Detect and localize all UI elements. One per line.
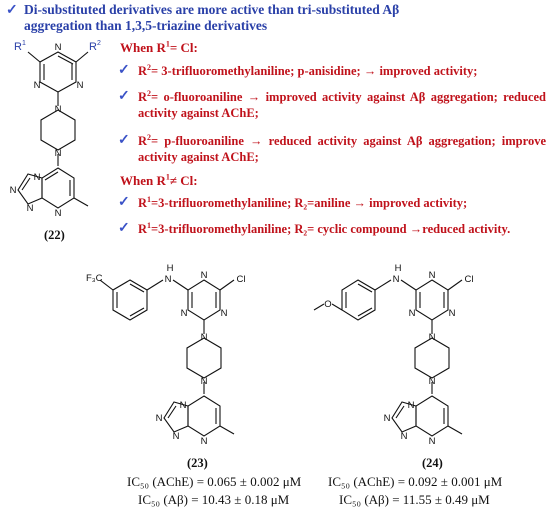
atom-h: H (395, 263, 402, 274)
structure-23: N H N N N N N N N N N Cl (100, 263, 246, 447)
compound-24-label: (24) (422, 456, 443, 470)
structure-22: N N N N N N N N N R1 R2 (10, 40, 101, 219)
atom-n: N (384, 413, 391, 424)
atom-n: N (55, 42, 62, 53)
atom-n: N (55, 104, 62, 115)
atom-n: N (429, 376, 436, 387)
atom-n: N (201, 436, 208, 447)
check-icon: ✓ (118, 195, 130, 210)
r1-label: R1 (14, 40, 26, 53)
check-icon: ✓ (118, 221, 130, 236)
check-icon: ✓ (118, 89, 130, 104)
atom-n: N (181, 308, 188, 319)
atom-n: N (34, 172, 41, 183)
atom-h: H (167, 263, 174, 274)
atom-n: N (201, 270, 208, 281)
atom-n: N (201, 332, 208, 343)
atom-n: N (77, 80, 84, 91)
intro-line-2: aggregation than 1,3,5-triazine derivati… (24, 18, 268, 33)
r1-not-cl-item-1: R1=3-trifluoromethylaniline; R₂=aniline … (138, 194, 468, 210)
heading-r1-cl: When R1= Cl: (120, 39, 198, 55)
atom-n: N (449, 308, 456, 319)
atom-n: N (156, 413, 163, 424)
intro-line-1: Di-substituted derivatives are more acti… (24, 2, 400, 17)
atom-n: N (180, 400, 187, 411)
atom-cl: Cl (237, 274, 246, 285)
atom-n: N (408, 400, 415, 411)
cf3-label: F₃C (86, 273, 103, 284)
atom-o: O (324, 299, 331, 310)
compound-23-label: (23) (187, 456, 208, 470)
atom-n: N (429, 332, 436, 343)
ic50-abeta-23: IC₅₀ (Aβ) = 10.43 ± 0.18 μM (138, 492, 290, 507)
atom-n: N (221, 308, 228, 319)
r2-label: R2 (89, 40, 101, 53)
r1-not-cl-item-2: R1=3-trifluoromethylaniline; R₂= cyclic … (138, 220, 511, 236)
ic50-abeta-24: IC₅₀ (Aβ) = 11.55 ± 0.49 μM (339, 492, 490, 507)
ic50-ache-23: IC₅₀ (AChE) = 0.065 ± 0.002 μM (127, 474, 302, 489)
atom-n: N (409, 308, 416, 319)
atom-n: N (165, 274, 172, 285)
check-icon: ✓ (118, 63, 130, 78)
heading-r1-not-cl: When R1≠ Cl: (120, 172, 198, 188)
r1-cl-item-3: R2= p-fluoroaniline → reduced activity a… (138, 132, 546, 164)
compound-22-label: (22) (44, 228, 65, 242)
ic50-ache-24: IC₅₀ (AChE) = 0.092 ± 0.001 μM (328, 474, 503, 489)
structure-24: O N H N N N N N N N N N Cl (313, 263, 474, 447)
atom-n: N (55, 208, 62, 219)
atom-n: N (55, 148, 62, 159)
r1-cl-item-2: R2= o-fluoroaniline → improved activity … (138, 88, 546, 120)
atom-n: N (429, 270, 436, 281)
check-icon: ✓ (6, 3, 18, 18)
atom-n: N (201, 376, 208, 387)
atom-n: N (393, 274, 400, 285)
atom-n: N (10, 185, 17, 196)
atom-n: N (34, 80, 41, 91)
r1-cl-item-1: R2= 3-trifluoromethylaniline; p-anisidin… (138, 62, 478, 78)
atom-n: N (401, 431, 408, 442)
atom-n: N (27, 203, 34, 214)
atom-n: N (173, 431, 180, 442)
atom-n: N (429, 436, 436, 447)
check-icon: ✓ (118, 133, 130, 148)
atom-cl: Cl (465, 274, 474, 285)
